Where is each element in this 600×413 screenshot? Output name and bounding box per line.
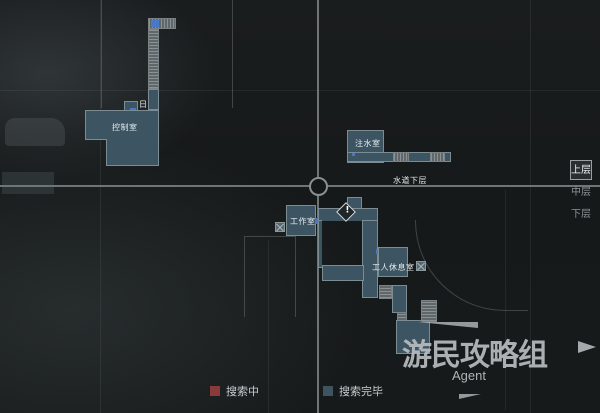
corridor-outline (101, 0, 233, 108)
tunnel-outline (415, 220, 528, 311)
locked-door-icon (275, 222, 285, 232)
room-label-staff-lounge: 工人休息室 (372, 263, 415, 272)
watermark-decoration (459, 394, 481, 399)
bg-line (530, 0, 531, 413)
room-corridor[interactable] (148, 89, 159, 110)
legend-swatch-blue (323, 386, 333, 396)
door-marker (130, 108, 136, 111)
stairs (379, 285, 392, 299)
room-south-corridor[interactable] (392, 285, 407, 313)
container-silhouette (2, 172, 54, 194)
legend-label: 搜索中 (226, 385, 259, 398)
room-staff-lounge[interactable] (378, 247, 408, 277)
door-marker (376, 249, 378, 254)
room-east-hall[interactable] (362, 220, 378, 298)
legend-searched: 搜索完毕 (323, 383, 383, 399)
floor-lower-button[interactable]: 下层 (571, 209, 591, 220)
horizontal-guide-line (0, 185, 600, 187)
stairs (430, 152, 445, 162)
door-marker (151, 20, 159, 27)
legend-searching: 搜索中 (210, 383, 259, 399)
room-lower-hall[interactable] (322, 265, 364, 281)
corridor-outline (244, 236, 296, 317)
bg-line (0, 90, 600, 91)
stairs (148, 29, 159, 89)
player-position-marker (309, 177, 328, 196)
room-label-control-room: 控制室 (112, 123, 138, 132)
bg-line (100, 0, 101, 413)
watermark-title: 游民攻略组 (402, 338, 548, 373)
current-area-label: 水道下层 (393, 176, 427, 185)
vehicle-silhouette (5, 118, 65, 146)
locked-door-icon (416, 261, 426, 271)
alert-glyph: ! (345, 205, 350, 216)
door-marker (352, 153, 355, 156)
stairs (148, 18, 176, 29)
vertical-guide-line (317, 0, 319, 413)
bg-line (268, 240, 269, 413)
watermark-decoration (418, 322, 478, 328)
door-marker (315, 218, 317, 224)
floor-upper-button[interactable]: 上层 (570, 160, 592, 180)
room-west-edge[interactable] (318, 220, 322, 268)
room-label-workroom: 工作室 (290, 217, 316, 226)
stairs (421, 300, 437, 322)
watermark-arrow (578, 341, 596, 353)
small-marker: 日 (139, 100, 148, 109)
room-control-room-lower[interactable] (106, 139, 159, 166)
legend-swatch-red (210, 386, 220, 396)
room-label-water-injection: 注水室 (355, 139, 381, 148)
watermark-subtitle: Agent (452, 368, 486, 383)
floor-middle-button[interactable]: 中层 (571, 187, 591, 198)
stairs (393, 152, 409, 162)
legend-label: 搜索完毕 (339, 385, 383, 398)
